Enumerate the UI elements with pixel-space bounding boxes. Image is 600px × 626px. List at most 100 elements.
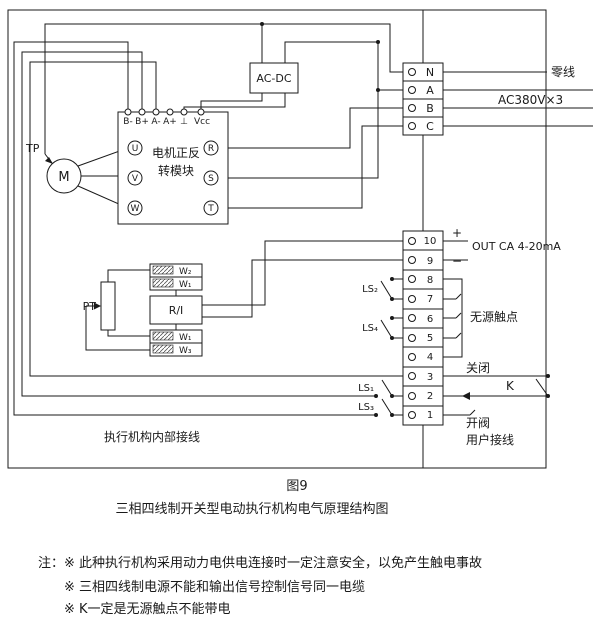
power-terminal-block: N A B C — [402, 62, 444, 136]
terminal-circle — [408, 86, 416, 94]
module-terminal-circle — [124, 108, 132, 116]
acdc-label: AC-DC — [256, 72, 291, 85]
contact-dot — [546, 394, 550, 398]
ri-label: R/I — [169, 304, 184, 317]
module-port-t: T — [207, 204, 214, 214]
module-name-line2: 转模块 — [158, 163, 194, 178]
module-terminal-label: Vcc — [194, 117, 210, 127]
junction-dot — [260, 22, 264, 26]
terminal-circle — [408, 122, 416, 130]
terminal-b: B — [426, 102, 434, 115]
terminal-1: 1 — [427, 410, 433, 421]
contact-dot — [374, 413, 378, 417]
terminal-circle — [408, 334, 416, 342]
module-terminal-circle — [166, 108, 174, 116]
module-terminal-label: A- — [151, 117, 160, 127]
module-port-circle — [127, 200, 143, 216]
terminal-7: 7 — [427, 294, 433, 305]
module-terminal-circle — [152, 108, 160, 116]
wire-end-ticks — [455, 293, 476, 416]
terminal-circle — [408, 392, 416, 400]
module-port-circle — [127, 140, 143, 156]
terminal-circle — [408, 68, 416, 76]
module-terminal-label: ⊥ — [180, 117, 188, 127]
figure-title: 三相四线制开关型电动执行机构电气原理结构图 — [115, 501, 388, 517]
contact-dot — [390, 316, 394, 320]
ls3-label: LS₃ — [358, 402, 374, 413]
tp-label: TP — [25, 142, 40, 155]
module-terminal-circle — [197, 108, 205, 116]
contact-dot — [390, 394, 394, 398]
contact-dot — [390, 413, 394, 417]
hatch-mark — [152, 265, 174, 275]
terminal-circle — [408, 372, 416, 380]
terminal-8: 8 — [427, 275, 433, 286]
hatch-mark — [152, 278, 174, 288]
open-valve-label: 开阀 — [466, 416, 490, 430]
motor-label: M — [58, 170, 69, 185]
junction-dots — [260, 22, 550, 417]
contact-dot — [390, 297, 394, 301]
pt-box — [100, 281, 116, 331]
junction-dot — [376, 40, 380, 44]
terminal-9: 9 — [427, 256, 433, 267]
contact-dot — [390, 336, 394, 340]
terminal-c: C — [426, 120, 434, 133]
close-label: 关闭 — [466, 361, 490, 375]
motor: M TP — [25, 142, 82, 194]
tp-arrow-icon — [45, 157, 53, 164]
terminal-circle — [408, 353, 416, 361]
note-line-2: ※ 三相四线制电源不能和输出信号控制信号同一电缆 — [64, 579, 365, 595]
contact-dot — [374, 394, 378, 398]
out-4-20ma-label: OUT CA 4-20mA — [472, 240, 561, 253]
neutral-line-label: 零线 — [551, 65, 575, 79]
terminal-3: 3 — [427, 372, 433, 383]
internal-wiring-label: 执行机构内部接线 — [104, 429, 200, 444]
terminal-circle — [408, 104, 416, 112]
k-contact-label: K — [506, 379, 515, 393]
plus-label: + — [452, 226, 462, 240]
acdc-box — [249, 62, 299, 94]
module-terminal-label: A+ — [163, 117, 177, 127]
pt-label: PT — [83, 300, 97, 313]
wiper-arrow-icon — [94, 302, 101, 310]
ls4-label: LS₄ — [362, 323, 378, 334]
hatch-mark — [152, 344, 174, 354]
module-name-line1: 电机正反 — [152, 146, 200, 160]
module-port-circle — [203, 200, 219, 216]
module-port-circle — [203, 170, 219, 186]
wire-label-w1: W₁ — [179, 280, 192, 290]
module-port-circle — [127, 170, 143, 186]
ls2-label: LS₂ — [362, 284, 378, 295]
contact-dot — [390, 277, 394, 281]
signal-row-dividers — [403, 249, 443, 407]
terminal-10: 10 — [424, 236, 437, 247]
wire-label-w3: W₃ — [179, 346, 192, 356]
terminal-n: N — [426, 66, 434, 79]
user-wiring-label: 用户接线 — [466, 432, 514, 447]
ri-converter: W₂ W₁ R/I W₁ W₃ — [149, 263, 203, 357]
module-port-u: U — [132, 144, 139, 154]
wire-label-w1b: W₁ — [179, 333, 192, 343]
module-port-r: R — [208, 144, 214, 154]
ls1-label: LS₁ — [358, 383, 374, 394]
terminal-circle — [408, 275, 416, 283]
terminal-circle — [408, 237, 416, 245]
close-line-arrow-icon — [462, 392, 470, 400]
terminal-5: 5 — [427, 333, 433, 344]
motor-module: B- B+ A- A+ ⊥ Vcc 电机正反 转模块 U V W R S T — [117, 108, 229, 225]
terminal-a: A — [426, 84, 434, 97]
module-terminal-circle — [138, 108, 146, 116]
terminal-circle — [408, 256, 416, 264]
terminal-6: 6 — [427, 314, 433, 325]
motor-circle — [46, 158, 82, 194]
terminal-circle — [408, 295, 416, 303]
ac380-label: AC380V×3 — [498, 93, 563, 107]
module-port-w: W — [131, 204, 140, 214]
ri-box — [149, 295, 203, 325]
minus-label: − — [452, 254, 462, 268]
junction-dot — [376, 88, 380, 92]
wire-label-w2: W₂ — [179, 267, 192, 277]
